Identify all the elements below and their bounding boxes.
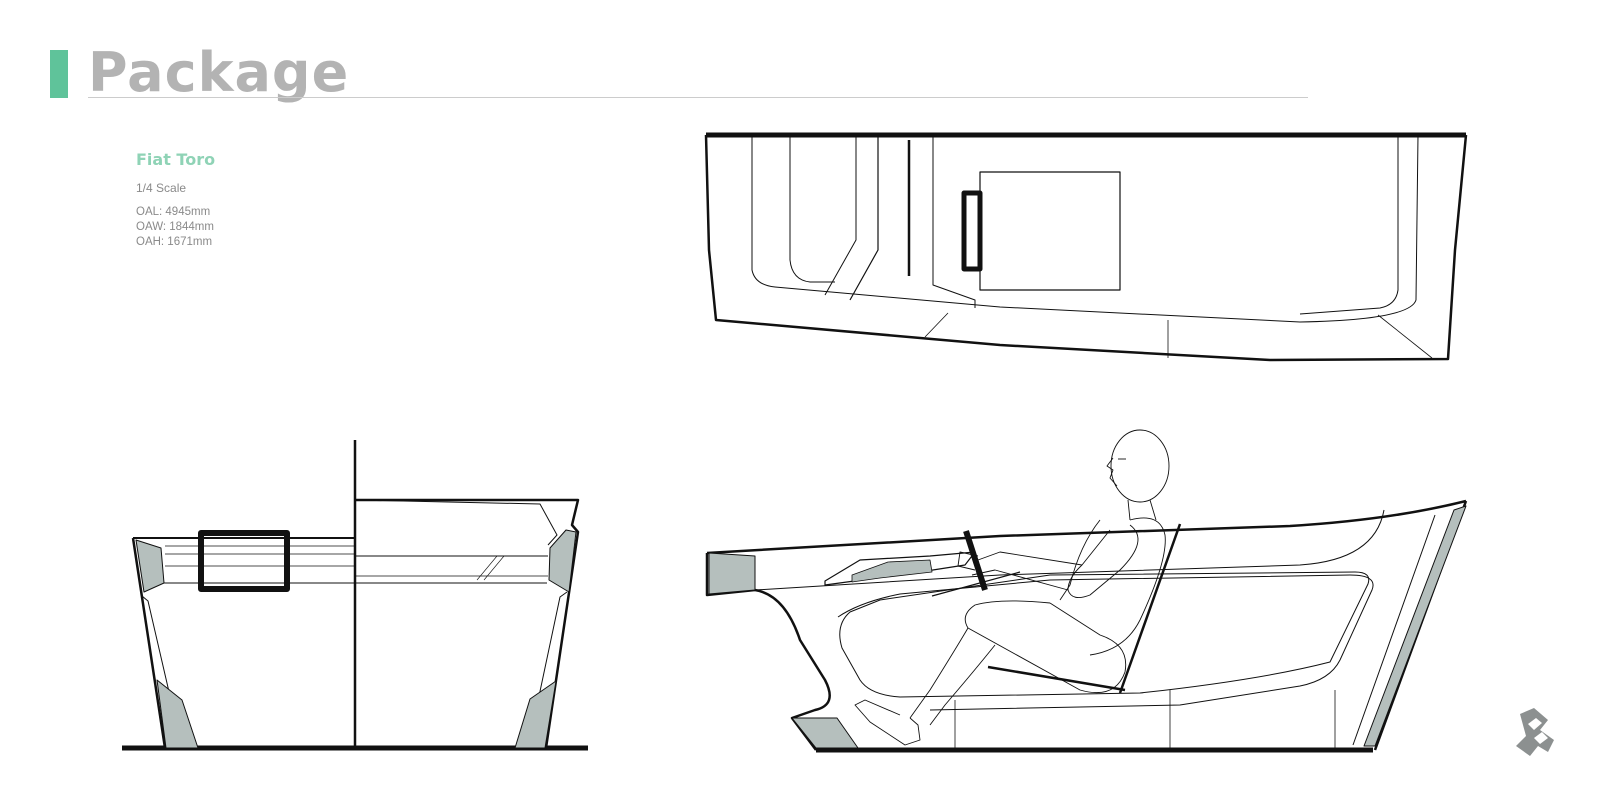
dimension-oal: OAL: 4945mm [136,206,211,218]
top-view-drawing [704,132,1468,362]
brand-logo-icon [1516,708,1554,756]
page-title: Package [88,41,350,104]
scale-label: 1/4 Scale [136,181,187,195]
title-accent-bar [50,50,68,98]
title-divider [88,97,1308,98]
dimension-oaw: OAW: 1844mm [136,221,214,233]
spec-block: Fiat Toro 1/4 Scale OAL: 4945mm OAW: 184… [136,150,215,250]
dimension-oah: OAH: 1671mm [136,236,213,248]
model-name: Fiat Toro [136,150,216,169]
driver-figure [854,429,1170,746]
front-view-drawing [122,440,588,751]
side-view-drawing [705,429,1468,753]
